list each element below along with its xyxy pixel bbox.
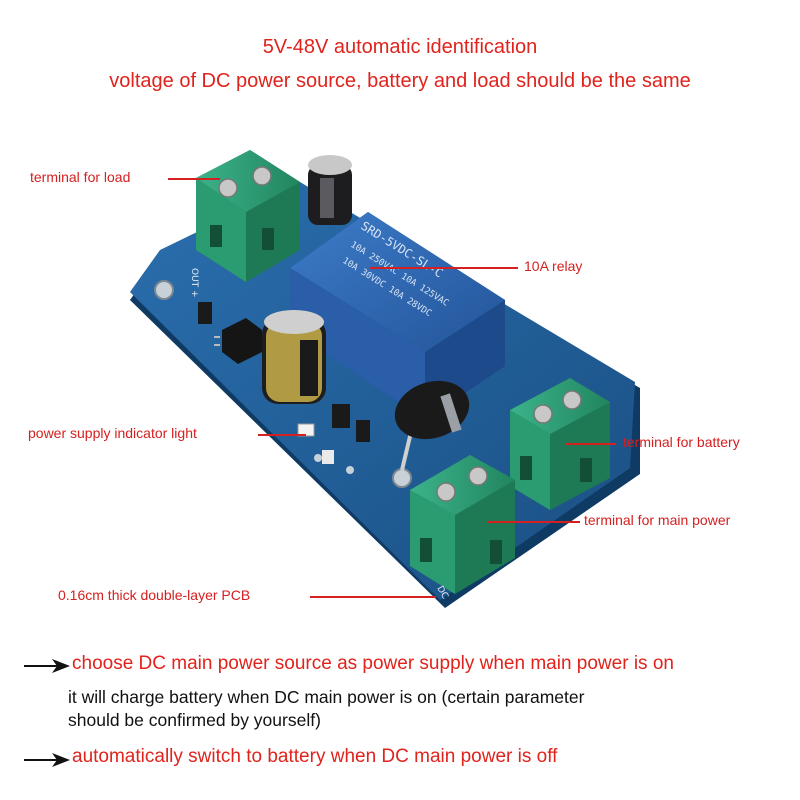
screw-icon bbox=[218, 178, 238, 198]
leader-line bbox=[566, 443, 616, 445]
mounting-hole bbox=[392, 468, 412, 488]
label-load-terminal: terminal for load bbox=[30, 169, 131, 185]
label-battery-terminal: terminal for battery bbox=[623, 434, 740, 450]
relay: SRD-5VDC-SL-C 10A 250VAC 10A 125VAC 10A … bbox=[290, 212, 505, 420]
leader-line bbox=[370, 267, 518, 269]
capacitor-large bbox=[262, 310, 326, 404]
load-terminal bbox=[196, 150, 300, 282]
leader-line bbox=[168, 178, 220, 180]
screw-icon bbox=[252, 166, 272, 186]
screw-icon bbox=[468, 466, 488, 486]
screw-icon bbox=[436, 482, 456, 502]
leader-line bbox=[488, 521, 580, 523]
power-indicator-led bbox=[297, 423, 315, 437]
label-relay: 10A relay bbox=[524, 258, 583, 274]
header-subtitle: voltage of DC power source, battery and … bbox=[109, 70, 691, 92]
arrow-right-icon bbox=[24, 753, 70, 767]
main-power-terminal bbox=[410, 455, 515, 594]
note-battery-switch: automatically switch to battery when DC … bbox=[72, 746, 558, 767]
smd-components bbox=[198, 302, 370, 464]
label-pcb: 0.16cm thick double-layer PCB bbox=[58, 587, 251, 603]
screw-icon bbox=[562, 390, 582, 410]
leader-line bbox=[310, 596, 436, 598]
note-charge-line2: should be confirmed by yourself) bbox=[68, 710, 321, 730]
mounting-hole bbox=[154, 280, 174, 300]
header-title: 5V-48V automatic identification bbox=[262, 36, 538, 58]
label-indicator-light: power supply indicator light bbox=[28, 425, 197, 441]
note-main-power: choose DC main power source as power sup… bbox=[72, 653, 674, 674]
leader-line bbox=[258, 434, 306, 436]
arrow-right-icon bbox=[24, 659, 70, 673]
silkscreen-out: OUT + bbox=[189, 268, 199, 298]
ic-chip bbox=[214, 318, 262, 364]
diode bbox=[394, 380, 470, 471]
battery-terminal bbox=[510, 378, 610, 510]
label-main-power-terminal: terminal for main power bbox=[584, 512, 731, 528]
note-charge-line1: it will charge battery when DC main powe… bbox=[68, 687, 585, 707]
screw-icon bbox=[533, 404, 553, 424]
capacitor-small bbox=[308, 155, 352, 225]
